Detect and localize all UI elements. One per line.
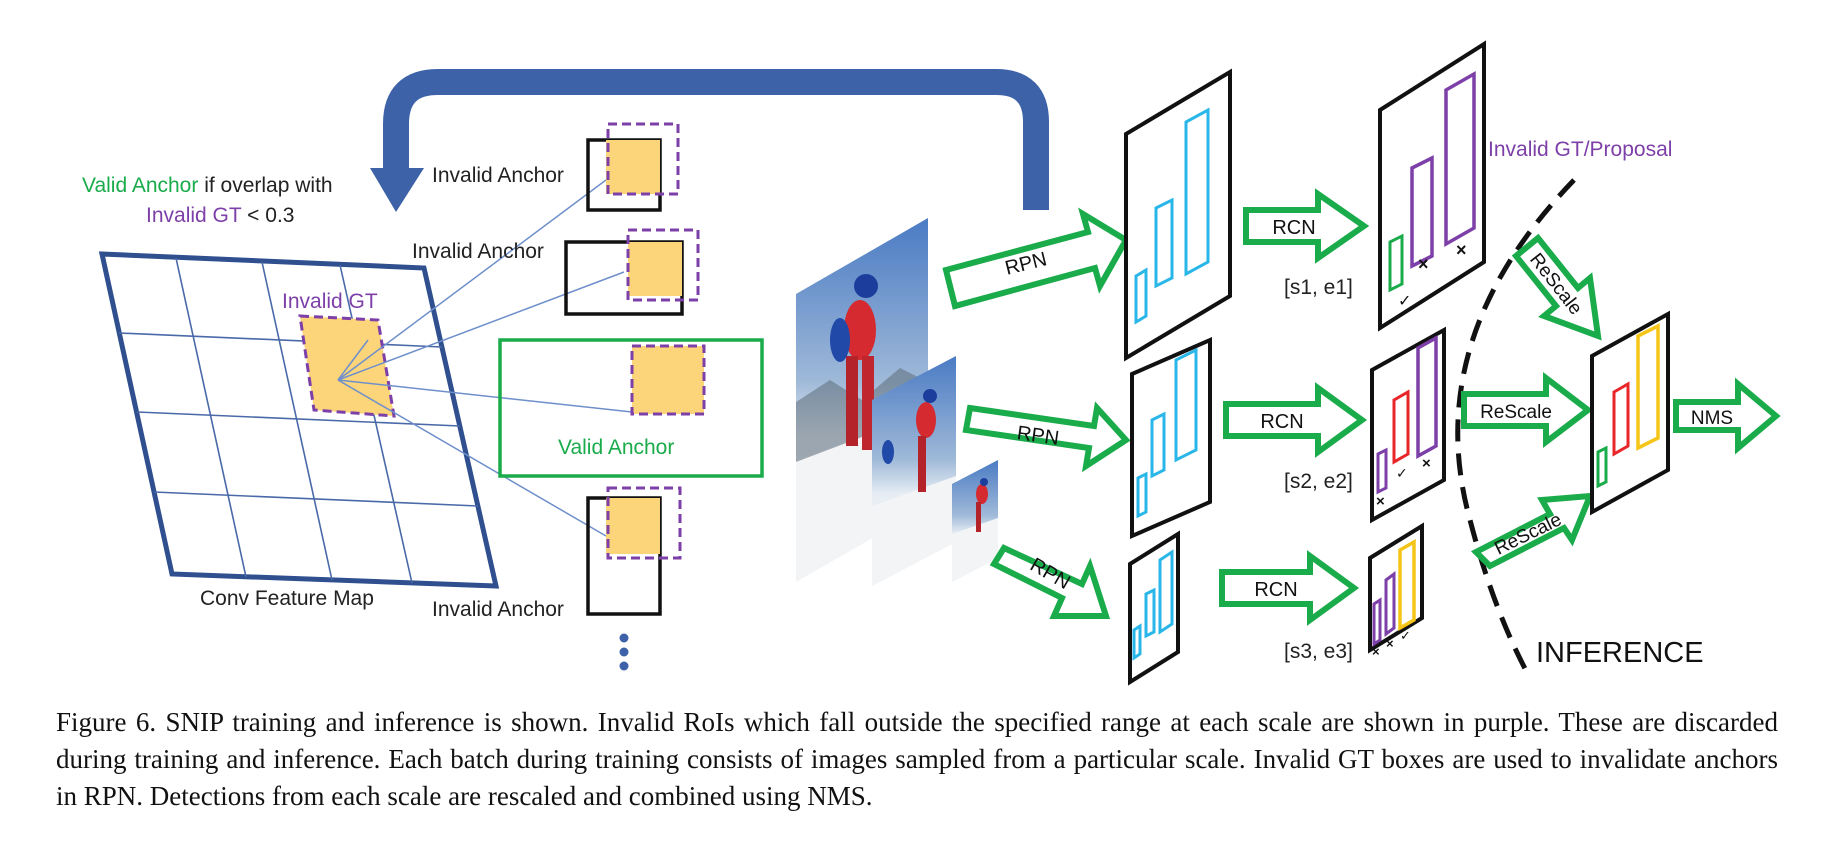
rescale-arrow-2[interactable]: ReScale <box>1461 371 1593 449</box>
loop-arrow-head <box>370 168 424 212</box>
cross-mark: × <box>1422 455 1431 472</box>
final-detection-panel <box>1590 310 1670 516</box>
inference-boundary <box>1455 178 1576 680</box>
anchor-gt-2 <box>628 242 682 296</box>
proposal-panel-3 <box>1128 530 1180 686</box>
invalid-gt-threshold: Invalid GT < 0.3 <box>146 204 294 227</box>
anchor-gt-outline-4 <box>606 486 682 560</box>
scale-range-3: [s3, e3] <box>1284 640 1353 663</box>
invalid-gt-proposal-label: Invalid GT/Proposal <box>1488 138 1672 161</box>
rcn-arrow-3[interactable]: RCN <box>1219 550 1360 626</box>
invalid-anchor-label-2: Invalid Anchor <box>412 240 544 263</box>
rpn-arrow-1[interactable]: RPN <box>942 207 1131 310</box>
more-anchors-dots <box>619 633 629 671</box>
detection-panel-3: × × ✓ <box>1368 522 1424 659</box>
nms-arrow[interactable]: NMS <box>1673 377 1781 455</box>
rescale-label-2: ReScale <box>1480 402 1552 423</box>
proposal-panel-2 <box>1130 336 1212 540</box>
detection-panel-1: ✓ × × <box>1378 40 1486 332</box>
rpn-arrow-3[interactable]: RPN <box>989 544 1111 619</box>
anchor-gt-outline-2 <box>626 228 700 302</box>
valid-anchor-label: Valid Anchor <box>558 436 674 459</box>
cross-mark: × <box>1456 240 1467 260</box>
anchor-gt-outline-1 <box>606 122 680 196</box>
rescale-arrow-3[interactable]: ReScale <box>1470 492 1595 570</box>
anchor-gt-1 <box>606 140 660 194</box>
rcn-label-3: RCN <box>1254 579 1297 601</box>
check-mark: ✓ <box>1396 465 1408 481</box>
loop-arrow <box>383 69 1049 210</box>
cross-mark: × <box>1418 254 1429 274</box>
nms-label: NMS <box>1691 408 1733 429</box>
cross-mark: × <box>1372 644 1380 659</box>
rcn-label-1: RCN <box>1272 217 1315 239</box>
cross-mark: × <box>1386 636 1394 651</box>
diagram-canvas: Valid Anchor if overlap with Invalid GT … <box>82 40 1781 686</box>
detection-panel-2: × ✓ × <box>1370 326 1446 524</box>
image-scale-3 <box>952 460 998 582</box>
rpn-label-2: RPN <box>1016 422 1061 450</box>
valid-anchor-condition: Valid Anchor if overlap with <box>82 174 333 197</box>
rcn-arrow-2[interactable]: RCN <box>1223 382 1368 458</box>
image-pyramid <box>796 218 998 586</box>
scale-range-2: [s2, e2] <box>1284 470 1353 493</box>
anchor-gt-4 <box>606 498 660 554</box>
rescale-arrow-1[interactable]: ReScale <box>1511 233 1602 341</box>
anchor-connectors <box>337 179 633 537</box>
invalid-anchor-label-4: Invalid Anchor <box>432 598 564 621</box>
conv-feature-map-label: Conv Feature Map <box>200 587 374 610</box>
check-mark: ✓ <box>1400 628 1411 643</box>
invalid-anchor-label-1: Invalid Anchor <box>432 164 564 187</box>
anchor-gt-3 <box>630 344 706 416</box>
proposal-panel-1 <box>1124 68 1232 362</box>
invalid-gt-label: Invalid GT <box>282 290 378 313</box>
inference-label: INFERENCE <box>1536 637 1704 669</box>
valid-anchor-box <box>498 338 764 478</box>
rcn-label-2: RCN <box>1260 411 1303 433</box>
invalid-gt-box <box>298 314 396 418</box>
image-scale-2 <box>872 356 956 586</box>
check-mark: ✓ <box>1398 293 1411 310</box>
conv-feature-map <box>98 251 500 589</box>
cross-mark: × <box>1376 493 1385 510</box>
rpn-arrow-2[interactable]: RPN <box>962 401 1131 473</box>
figure-caption: Figure 6. SNIP training and inference is… <box>56 707 1778 811</box>
rcn-arrow-1[interactable]: RCN <box>1243 188 1370 264</box>
scale-range-1: [s1, e1] <box>1284 276 1353 299</box>
